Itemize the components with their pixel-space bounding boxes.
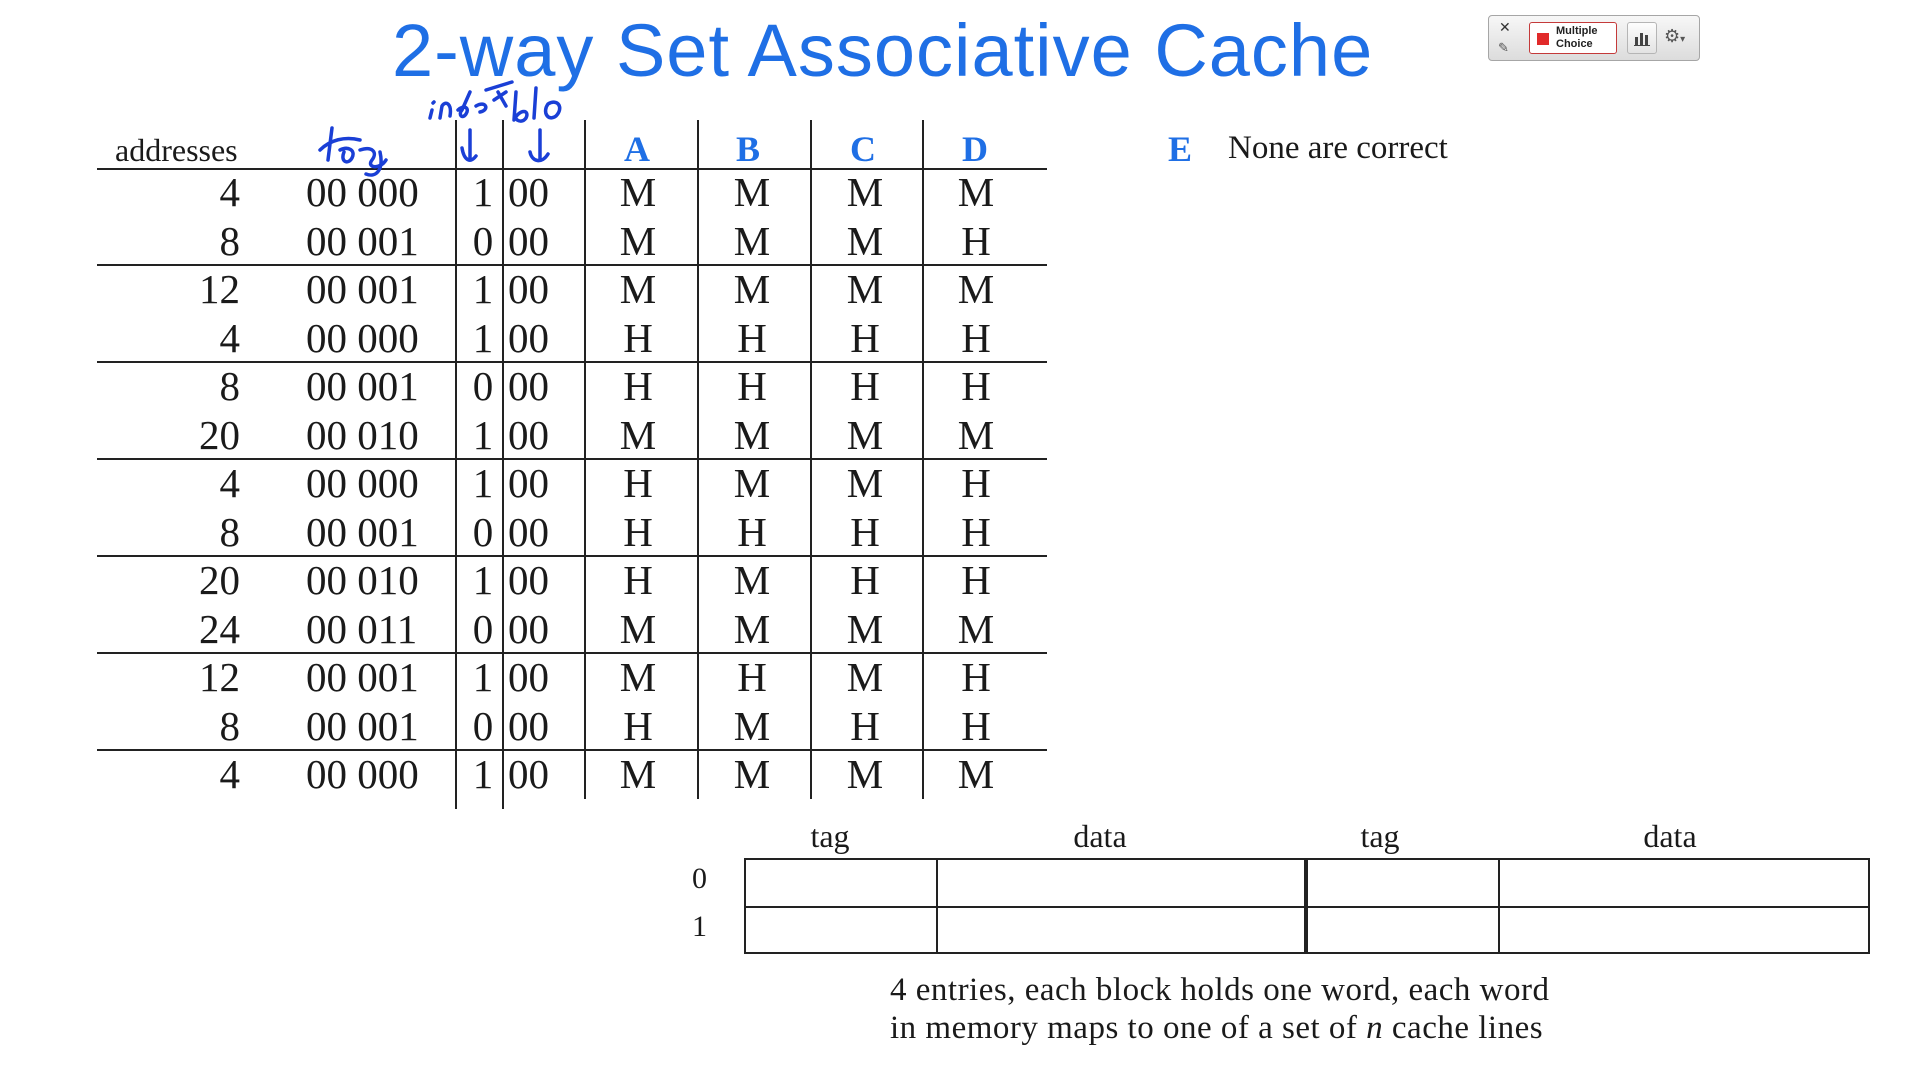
- caption-line2-before: in memory maps to one of a set of: [890, 1010, 1367, 1046]
- cache-row-label-0: 0: [692, 862, 707, 895]
- offset-arrow: [528, 128, 550, 163]
- handwritten-blo-label: [512, 86, 562, 123]
- cache-header-tag-2: tag: [1360, 818, 1400, 854]
- stop-square-icon: [1537, 33, 1549, 45]
- gear-glyph: ⚙: [1664, 26, 1681, 46]
- handwritten-tag-label: [318, 126, 388, 177]
- mode-label-line2: Choice: [1556, 38, 1593, 50]
- cache-header-tag-1: tag: [810, 818, 850, 854]
- cache-row-label-1: 1: [692, 910, 707, 943]
- option-e-text: None are correct: [1228, 130, 1448, 166]
- caption-variable-n: n: [1366, 1010, 1384, 1046]
- caption-line1: 4 entries, each block holds one word, ea…: [890, 972, 1550, 1008]
- close-icon[interactable]: ✕: [1499, 19, 1511, 35]
- gear-icon[interactable]: ⚙▾: [1664, 26, 1685, 47]
- bar-chart-icon: [1634, 33, 1650, 46]
- option-e-letter: E: [1168, 129, 1193, 169]
- cache-header-data-1: data: [1073, 818, 1127, 854]
- results-chart-button[interactable]: [1627, 22, 1657, 54]
- caption-line2-after: cache lines: [1383, 1010, 1544, 1046]
- presentation-toolbar: ✕ ✎ Multiple Choice ⚙▾: [1488, 15, 1700, 61]
- cache-divider-tag-data-2: [1498, 860, 1500, 952]
- chevron-down-icon: ▾: [1680, 34, 1686, 45]
- index-arrow: [460, 128, 478, 162]
- cache-divider-tag-data-1: [936, 860, 938, 952]
- mode-label-line1: Multiple: [1556, 25, 1598, 37]
- multiple-choice-button[interactable]: Multiple Choice: [1529, 22, 1617, 54]
- page-title: 2-way Set Associative Cache: [392, 9, 1374, 92]
- cache-header-data-2: data: [1643, 818, 1697, 854]
- handwritten-index-label: [428, 80, 514, 120]
- cache-diagram: [744, 858, 1870, 954]
- edit-icon[interactable]: ✎: [1498, 40, 1509, 55]
- caption-line2: in memory maps to one of a set of n cach…: [890, 1010, 1543, 1047]
- multiple-choice-label: Multiple Choice: [1556, 25, 1598, 51]
- cache-divider-way: [1304, 860, 1308, 952]
